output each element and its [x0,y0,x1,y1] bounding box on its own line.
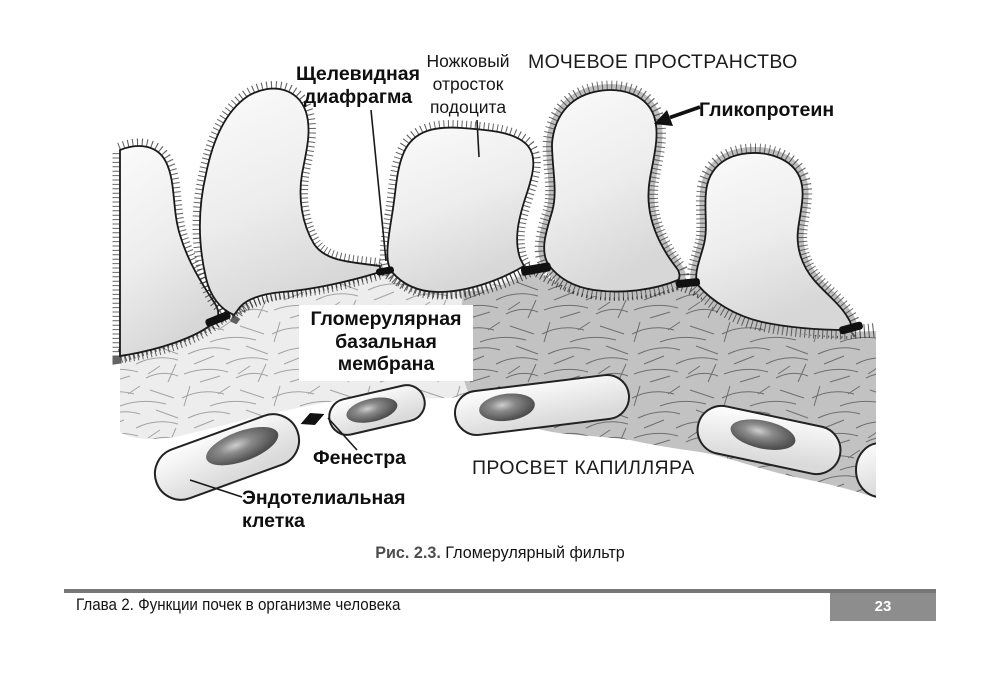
podocyte-foot-process-4 [534,80,689,301]
podocyte-foot-process-2 [192,81,388,325]
label-podocyte-foot-process: Ножковый отросток подоцита [426,51,510,118]
figure-title: Гломерулярный фильтр [445,543,625,562]
label-urinary-space: МОЧЕВОЕ ПРОСТРАНСТВО [528,51,798,73]
endothelial-cell-leader [189,479,243,498]
figure-caption: Рис. 2.3. Гломерулярный фильтр [25,543,975,563]
slit-diaphragm-leader [370,109,387,262]
endothelial-cell-a [153,413,301,501]
slit-diaphragm-bar [839,321,863,335]
fenestra-leader [327,417,358,451]
label-endothelial-cell: Эндотелиальная клетка [242,487,406,532]
page-number-badge: 23 [830,593,936,621]
label-fenestra: Фенестра [313,447,407,469]
endothelial-cell-c [453,374,631,436]
slit-diaphragm-bar [205,311,231,327]
podocyte-foot-process-5 [686,143,861,340]
glycoprotein-arrow [654,105,701,126]
endothelial-cell-partial [855,442,876,498]
podocyte-foot-process-3 [379,120,541,300]
slit-diaphragm-bar [376,266,394,276]
footer-rule [64,589,936,593]
label-basement-membrane: Гломерулярная базальная мембрана [299,305,473,381]
fenestra-double-arrow [300,412,325,426]
label-glycoprotein: Гликопротеин [699,99,835,121]
label-capillary-lumen: ПРОСВЕТ КАПИЛЛЯРА [472,457,695,479]
endothelial-cell-d [696,404,842,476]
endothelial-cell-b [328,384,426,436]
figure-number: Рис. 2.3. [375,543,441,562]
podocyte-foot-leader [476,119,480,158]
slit-diaphragm-bar [675,278,701,288]
slit-diaphragm-bar [520,262,552,276]
label-slit-diaphragm: Щелевидная диафрагма [295,63,421,108]
footer-chapter-title: Глава 2. Функции почек в организме челов… [76,596,401,614]
